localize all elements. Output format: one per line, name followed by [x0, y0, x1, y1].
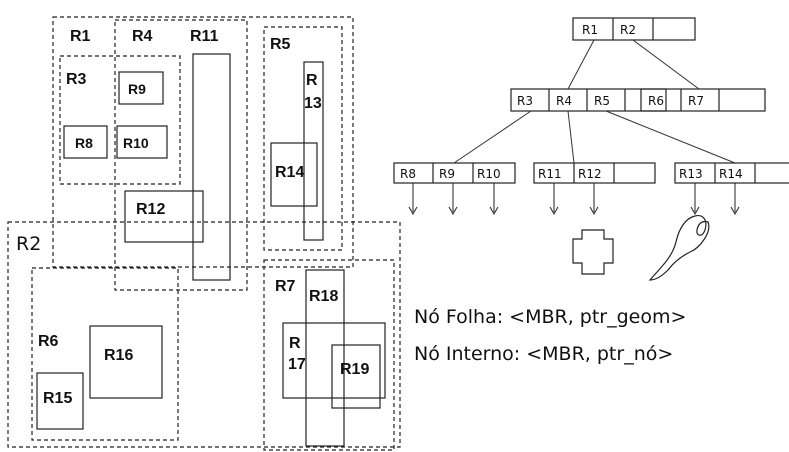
- node-entry: R7: [688, 94, 704, 108]
- label-r9: R9: [128, 81, 146, 97]
- label-r17-a: R: [289, 335, 301, 352]
- legend-internal-node: Nó Interno: <MBR, ptr_nó>: [414, 343, 673, 365]
- label-r7: R7: [275, 278, 296, 295]
- label-r3: R3: [66, 71, 87, 88]
- tree-edge: [606, 111, 735, 163]
- node-entry: R3: [517, 94, 533, 108]
- mbr-r5: [264, 27, 342, 250]
- label-r5: R5: [270, 36, 291, 53]
- spatial-layout: R1 R4 R11 R5 R3 R9 R 13 R8 R10 R14 R12 R…: [8, 17, 400, 450]
- label-r19: R19: [340, 361, 369, 378]
- label-r13-b: 13: [304, 95, 322, 112]
- node-entry: R8: [400, 167, 416, 181]
- tree-edge: [568, 111, 574, 163]
- label-r12: R12: [136, 201, 165, 218]
- node-entry: R11: [538, 167, 562, 181]
- node-entry: R1: [582, 23, 598, 37]
- tree-node-leaf-b: R11 R12: [534, 163, 655, 183]
- label-r17-b: 17: [288, 356, 306, 373]
- geometry-freeform-icon: [650, 216, 709, 280]
- label-r15: R15: [43, 390, 72, 407]
- mbr-r2: [8, 222, 400, 447]
- tree-node-root: R1 R2: [573, 18, 695, 40]
- node-entry: R2: [620, 23, 636, 37]
- node-entry: R14: [719, 167, 743, 181]
- label-r2: R2: [16, 233, 41, 255]
- tree-structure: R1 R2 R3 R4 R5 R6 R7 R8 R9 R: [394, 18, 789, 280]
- legend-leaf-node: Nó Folha: <MBR, ptr_geom>: [414, 306, 686, 328]
- node-entry: R13: [679, 167, 703, 181]
- label-r16: R16: [104, 347, 133, 364]
- tree-node-leaf-a: R8 R9 R10: [394, 163, 515, 183]
- mbr-r4: [115, 20, 247, 290]
- label-r1: R1: [70, 28, 91, 45]
- label-r13-a: R: [306, 72, 318, 89]
- tree-edge: [568, 40, 594, 89]
- node-entry: R9: [439, 167, 455, 181]
- node-entry: R5: [594, 94, 610, 108]
- tree-edge: [633, 40, 699, 89]
- label-r8: R8: [75, 135, 93, 151]
- node-entry: R12: [578, 167, 602, 181]
- legend: Nó Folha: <MBR, ptr_geom> Nó Interno: <M…: [414, 306, 686, 365]
- label-r10: R10: [123, 135, 149, 151]
- geometry-polygon-icon: [573, 230, 613, 274]
- node-entry: R10: [477, 167, 501, 181]
- label-r14: R14: [275, 164, 304, 181]
- label-r18: R18: [309, 288, 338, 305]
- node-entry: R4: [556, 94, 572, 108]
- tree-node-l1-left: R3 R4 R5: [511, 89, 666, 111]
- tree-node-l1-right: R6 R7: [641, 89, 765, 111]
- label-r6: R6: [38, 333, 59, 350]
- tree-edge: [454, 111, 531, 163]
- label-r4: R4: [132, 28, 153, 45]
- label-r11: R11: [190, 28, 219, 45]
- obj-r11: [193, 54, 230, 280]
- node-entry: R6: [648, 94, 664, 108]
- tree-node-leaf-c: R13 R14: [675, 163, 789, 183]
- leaf-pointer-arrows: [409, 183, 739, 214]
